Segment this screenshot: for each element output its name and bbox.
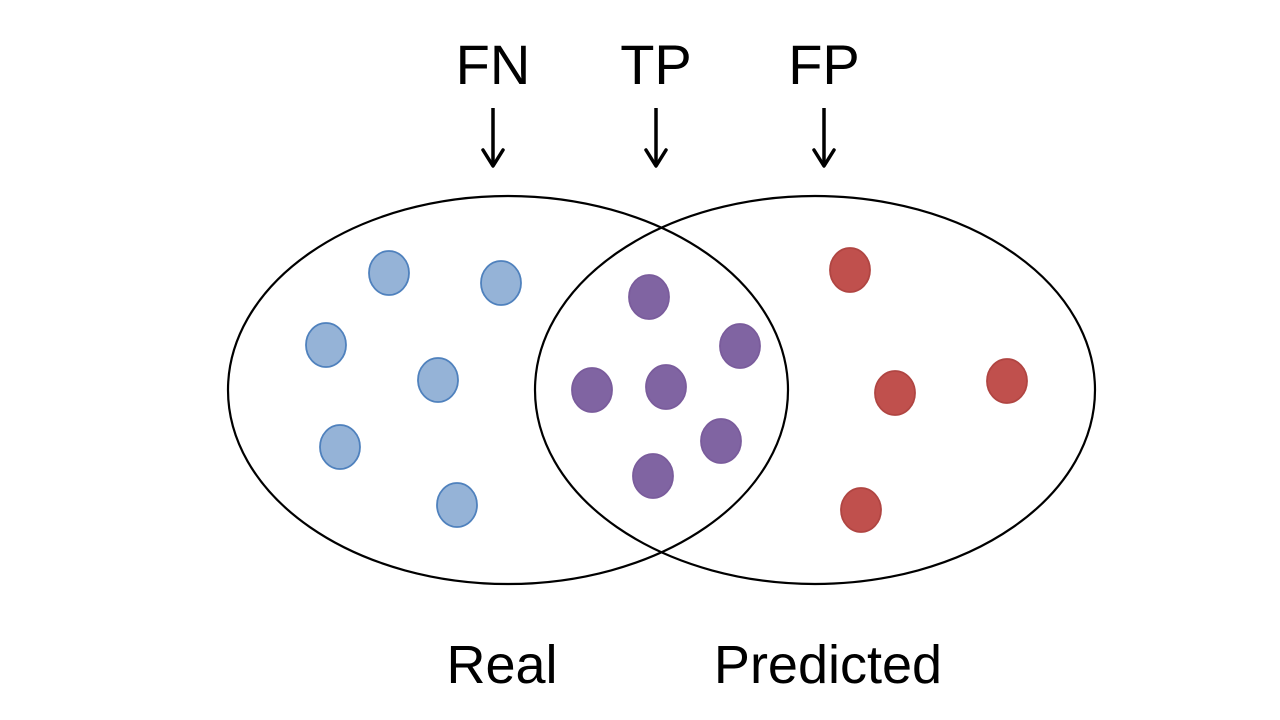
fn-label: FN	[456, 33, 531, 96]
tp-arrow	[644, 108, 668, 168]
fn-dot	[480, 260, 522, 306]
fn-dot	[368, 250, 410, 296]
tp-dot	[700, 418, 742, 464]
fp-dot	[874, 370, 916, 416]
fp-arrow	[812, 108, 836, 168]
tp-dot	[571, 367, 613, 413]
fp-dot	[986, 358, 1028, 404]
tp-dots	[571, 274, 761, 499]
fn-dots	[305, 250, 522, 528]
tp-dot	[628, 274, 670, 320]
predicted-set-ellipse	[533, 194, 1097, 586]
fp-dots	[829, 247, 1028, 533]
fn-dot	[305, 322, 347, 368]
tp-dot	[632, 453, 674, 499]
real-set-ellipse	[226, 194, 790, 586]
tp-dot	[645, 364, 687, 410]
fp-dot	[829, 247, 871, 293]
fn-dot	[319, 424, 361, 470]
fn-dot	[417, 357, 459, 403]
tp-dot	[719, 323, 761, 369]
fn-arrow	[481, 108, 505, 168]
tp-label: TP	[620, 33, 692, 96]
real-label: Real	[446, 635, 557, 695]
predicted-label: Predicted	[714, 635, 942, 695]
fp-dot	[840, 487, 882, 533]
fn-dot	[436, 482, 478, 528]
fp-label: FP	[788, 33, 860, 96]
